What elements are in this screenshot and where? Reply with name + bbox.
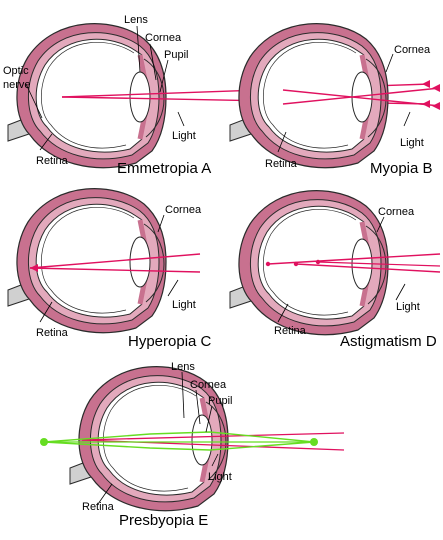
- label-a-retina: Retina: [36, 155, 69, 167]
- label-a-optic: Optic: [3, 65, 29, 77]
- caption-c: Hyperopia C: [128, 333, 212, 350]
- arrow-b-top: [432, 84, 440, 92]
- panel-presbyopia: Lens Cornea Pupil Light Retina Presbyopi…: [40, 361, 345, 529]
- label-e-light: Light: [208, 471, 232, 483]
- label-b-retina: Retina: [265, 158, 298, 170]
- ray-b-bottom: [282, 89, 441, 107]
- panel-astigmatism: Cornea Light Retina Astigmatism D: [230, 191, 441, 350]
- label-a-light: Light: [172, 130, 196, 142]
- label-a-cornea: Cornea: [145, 32, 182, 44]
- panel-emmetropia: Lens Cornea Pupil Optic nerve Light Reti…: [3, 14, 431, 177]
- panel-myopia: Cornea Light Retina Myopia B: [230, 24, 441, 177]
- arrow-a-top: [422, 80, 430, 88]
- ray-e-green-top: [43, 431, 315, 443]
- label-d-retina: Retina: [274, 325, 307, 337]
- ray-c-bottom: [29, 267, 201, 273]
- ray-b-top: [282, 87, 441, 105]
- label-c-retina: Retina: [36, 327, 69, 339]
- label-c-light: Light: [172, 299, 196, 311]
- label-c-cornea: Cornea: [165, 204, 202, 216]
- focus-d-1: [265, 261, 271, 267]
- panel-hyperopia: Cornea Light Retina Hyperopia C: [8, 189, 212, 350]
- label-a-lens: Lens: [124, 14, 148, 26]
- caption-a: Emmetropia A: [117, 160, 211, 177]
- caption-e: Presbyopia E: [119, 512, 208, 529]
- label-a-nerve: nerve: [3, 79, 31, 91]
- object-point-e: [310, 438, 318, 446]
- label-d-cornea: Cornea: [378, 206, 415, 218]
- ray-e-red-top: [81, 432, 345, 441]
- label-e-retina: Retina: [82, 501, 115, 513]
- label-e-cornea: Cornea: [190, 379, 227, 391]
- arrow-b-bottom: [432, 102, 440, 110]
- ray-e-green-bottom: [43, 441, 315, 451]
- caption-d: Astigmatism D: [340, 333, 437, 350]
- label-b-cornea: Cornea: [394, 44, 431, 56]
- eye-c: [8, 189, 166, 333]
- caption-b: Myopia B: [370, 160, 433, 177]
- label-e-pupil: Pupil: [208, 395, 232, 407]
- label-a-pupil: Pupil: [164, 49, 188, 61]
- focus-d-3: [315, 259, 321, 265]
- image-point-e: [40, 438, 48, 446]
- ray-c-top: [29, 253, 201, 269]
- focus-d-2: [293, 261, 299, 267]
- label-e-lens: Lens: [171, 361, 195, 373]
- arrow-c-left: [30, 264, 38, 272]
- ray-d-mid: [317, 261, 441, 267]
- label-d-light: Light: [396, 301, 420, 313]
- label-b-light: Light: [400, 137, 424, 149]
- eye-d: [230, 191, 388, 335]
- ray-d-bottom: [295, 263, 441, 273]
